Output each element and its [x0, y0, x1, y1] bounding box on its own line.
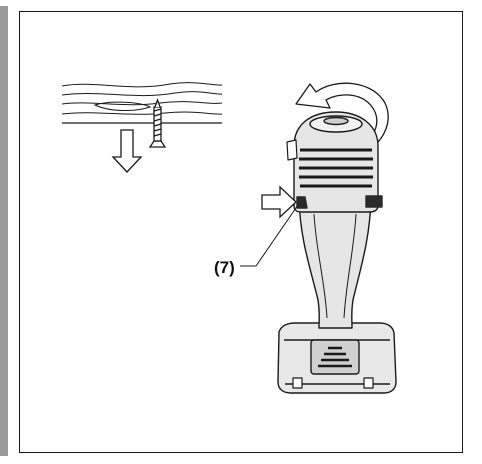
tool-handle — [298, 197, 372, 329]
wood-plank — [61, 82, 223, 124]
power-tool — [277, 111, 397, 394]
reversing-switch-right — [365, 195, 383, 208]
side-lever — [286, 139, 298, 161]
down-arrow-icon — [111, 129, 143, 173]
callout-label-7: (7) — [214, 258, 235, 277]
reversing-switch-left — [296, 196, 308, 209]
screw-icon — [148, 98, 167, 148]
callout-leader-line — [240, 204, 299, 267]
page-margin-bar — [0, 6, 8, 456]
battery-vent — [310, 339, 360, 375]
right-arrow-icon — [261, 185, 297, 219]
